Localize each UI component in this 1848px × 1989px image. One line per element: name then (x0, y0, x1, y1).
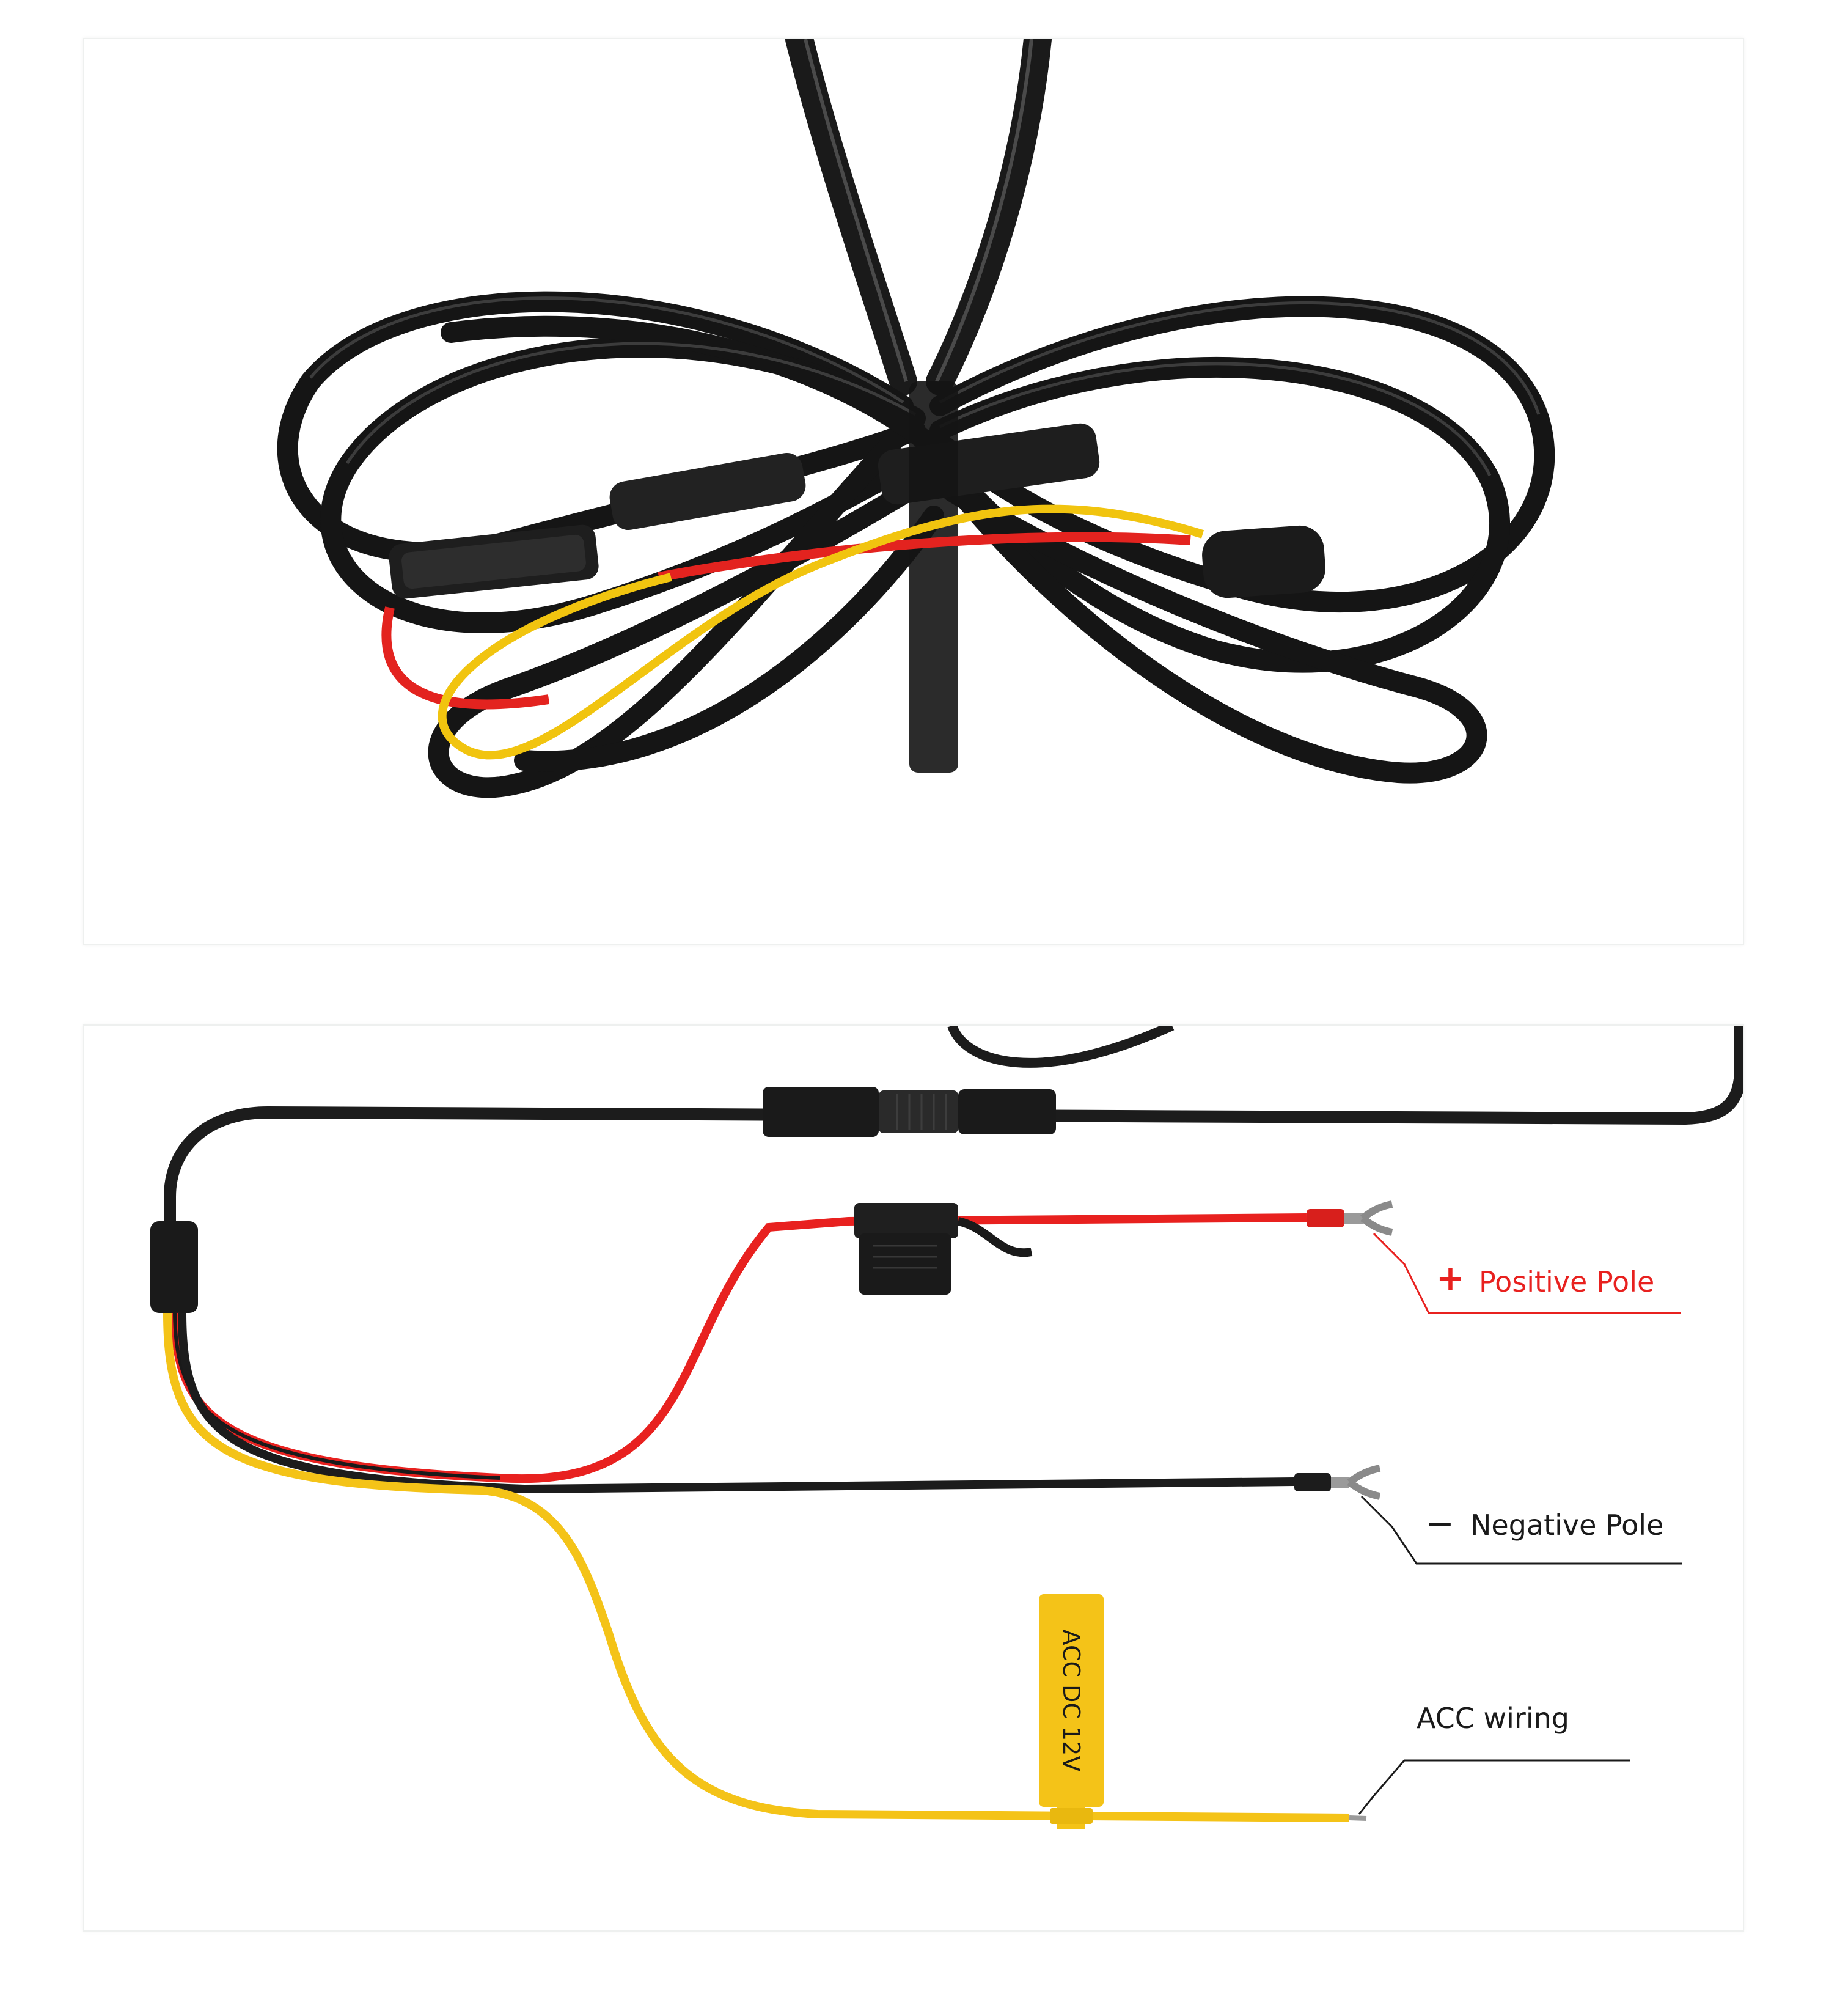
cable-bundle-illustration (277, 39, 1555, 798)
negative-spade-terminal (1294, 1465, 1381, 1500)
wiring-diagram (150, 1026, 1743, 1829)
positive-leader-line (1373, 1232, 1681, 1314)
wiring-diagram-panel: + Positive Pole — Negative Pole ACC wiri… (83, 1024, 1744, 1932)
acc-tag-label: ACC DC 12V (1058, 1629, 1085, 1772)
fuse-holder (854, 1203, 1033, 1295)
main-power-cable (164, 1026, 1743, 1233)
cable-bundle-photo-panel (83, 38, 1744, 945)
black-negative-wire (178, 1312, 1295, 1494)
inline-connector (763, 1087, 1056, 1137)
positive-pole-label: Positive Pole (1479, 1265, 1655, 1298)
negative-leader-line (1360, 1495, 1682, 1565)
acc-leader-line (1358, 1759, 1630, 1815)
positive-spade-terminal (1307, 1200, 1393, 1236)
negative-sign-icon: — (1428, 1509, 1452, 1537)
top-cable-loop (947, 1026, 1175, 1068)
red-positive-wire (170, 1213, 1307, 1483)
yellow-acc-wire (163, 1312, 1350, 1822)
negative-pole-label: Negative Pole (1470, 1509, 1664, 1542)
positive-sign-icon: + (1436, 1259, 1465, 1298)
acc-tag (1039, 1594, 1104, 1829)
splitter-sleeve (150, 1221, 198, 1313)
acc-wiring-label: ACC wiring (1417, 1702, 1569, 1735)
